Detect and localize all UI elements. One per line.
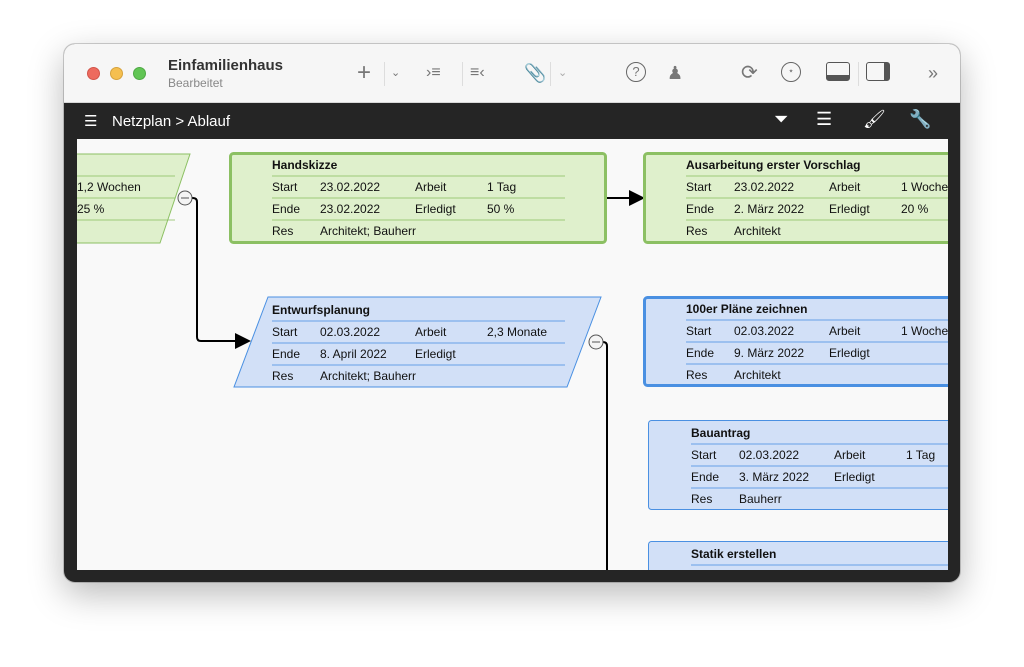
connector-entwurf-down [601,341,608,570]
field-value: 1 Woche [901,180,948,194]
field-label: Arbeit [829,324,861,338]
field-label: Ende [272,347,301,361]
connector-left-entwurf [190,197,251,349]
field-value: 1 Tag [906,448,936,462]
field-label: Start [272,325,298,339]
field-value: 2,3 Monate [487,325,548,339]
field-label: Arbeit [834,448,866,462]
task-title[interactable]: Bauantrag [691,426,751,440]
field-label: Start [686,180,712,194]
network-icon[interactable]: ⋆ [781,62,801,82]
field-value: 3. März 2022 [739,470,810,484]
view-toolbar: ☰ Netzplan > Ablauf ⏷ ☰ 🖌 🔧 [64,103,960,139]
field-value: 8. April 2022 [320,347,387,361]
filter-icon[interactable]: ⏷ [774,109,789,129]
chevron-down-icon[interactable]: ⌄ [391,67,401,79]
field-value: 50 % [487,202,515,216]
window-subtitle: Bearbeitet [168,76,223,90]
breadcrumb-current[interactable]: Ablauf [187,113,231,130]
field-label: Res [686,368,708,382]
field-label: Start [691,448,717,462]
person-icon[interactable]: ♟ [667,63,684,83]
task-node-bauantrag [648,420,948,510]
more-icon[interactable]: » [928,63,939,83]
indent-icon[interactable]: ›≡ [426,64,441,81]
task-title[interactable]: Entwurfsplanung [272,303,370,317]
breadcrumb: Netzplan > Ablauf [112,113,230,130]
field-value: 23.02.2022 [320,202,381,216]
field-value: 02.03.2022 [734,324,795,338]
field-label: Arbeit [829,180,861,194]
help-icon[interactable]: ? [626,62,646,82]
field-value: 20 % [901,202,929,216]
field-label: Ende [686,202,715,216]
field-label: Arbeit [415,180,447,194]
field-label: Ende [272,202,301,216]
window-title: Einfamilienhaus [168,57,284,74]
outdent-icon[interactable]: ≡‹ [470,64,485,81]
field-value: Bauherr [739,492,782,506]
minimize-button[interactable] [110,67,123,80]
field-value: 1 Woche [901,324,948,338]
brush-icon[interactable]: 🖌 [863,109,886,129]
wrench-icon[interactable]: 🔧 [909,109,932,129]
zoom-button[interactable] [133,67,146,80]
field-label: Arbeit [415,325,447,339]
field-label: Res [686,224,708,238]
field-label: Ende [686,346,715,360]
field-value: 23.02.2022 [320,180,381,194]
field-label: Erledigt [415,202,456,216]
field-value: Architekt [734,368,781,382]
network-plan-icon: ☰ [84,113,98,130]
field-value: 23.02.2022 [734,180,795,194]
field-value: 02.03.2022 [739,448,800,462]
field-label: Erledigt [834,470,875,484]
breadcrumb-separator: > [175,113,185,130]
chevron-down-icon[interactable]: ⌄ [558,67,568,79]
field-value: 25 % [77,202,105,216]
task-title[interactable]: Ausarbeitung erster Vorschlag [686,158,861,172]
field-label: Res [272,224,294,238]
field-label: Start [686,324,712,338]
field-value: Architekt; Bauherr [320,369,417,383]
title-bar: Einfamilienhaus Bearbeitet + ⌄ ›≡ ≡‹ 📎 ⌄… [64,44,960,103]
right-panel-icon[interactable] [866,62,890,81]
task-title[interactable]: Statik erstellen [691,547,777,561]
field-label: Res [691,492,713,506]
field-value: 9. März 2022 [734,346,805,360]
app-window: Einfamilienhaus Bearbeitet + ⌄ ›≡ ≡‹ 📎 ⌄… [64,44,960,582]
field-value: 2. März 2022 [734,202,805,216]
breadcrumb-root[interactable]: Netzplan [112,113,172,130]
refresh-icon[interactable]: ⟳ [741,62,758,84]
field-label: Res [272,369,294,383]
bottom-panel-icon[interactable] [826,62,850,81]
close-button[interactable] [87,67,100,80]
task-title[interactable]: 100er Pläne zeichnen [686,302,808,316]
field-label: Erledigt [415,347,456,361]
link-icon[interactable]: 📎 [524,63,547,83]
field-value: Architekt; Bauherr [320,224,417,238]
gantt-icon[interactable]: ☰ [816,109,833,129]
field-label: Start [272,180,298,194]
field-value: 1,2 Wochen [77,180,141,194]
task-title[interactable]: Handskizze [272,158,338,172]
plus-icon[interactable]: + [357,59,372,86]
field-label: Erledigt [829,202,870,216]
field-label: Erledigt [829,346,870,360]
field-value: Architekt [734,224,781,238]
field-value: 02.03.2022 [320,325,381,339]
task-node-statik [648,541,948,570]
field-label: Ende [691,470,720,484]
field-value: 1 Tag [487,180,517,194]
